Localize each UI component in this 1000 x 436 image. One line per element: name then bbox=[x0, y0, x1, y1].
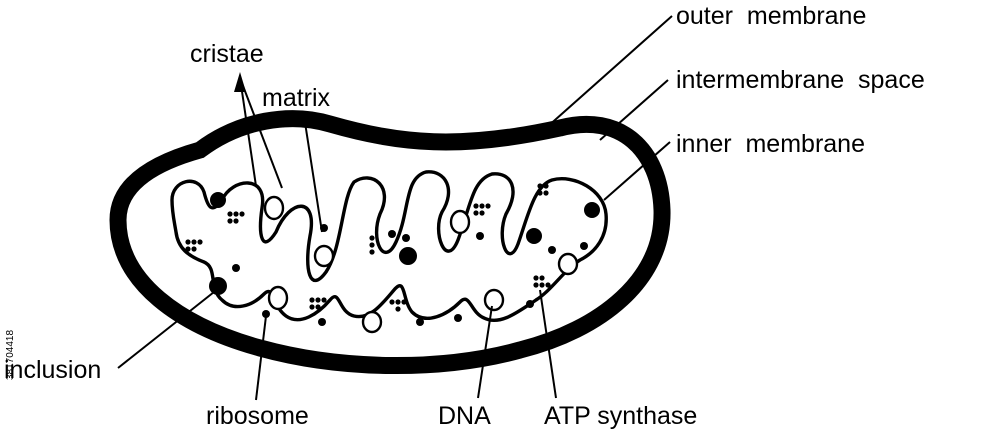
dna-oval bbox=[449, 209, 471, 235]
inclusion-leader bbox=[117, 291, 215, 369]
dna-oval bbox=[557, 252, 579, 276]
ribosome-dot bbox=[454, 314, 462, 322]
inner-membrane-shape bbox=[170, 170, 608, 322]
atp-synthase-cluster bbox=[533, 275, 551, 288]
ribosome-dot bbox=[262, 310, 270, 318]
atp-synthase-cluster bbox=[185, 239, 203, 252]
dna-leader bbox=[477, 305, 493, 399]
atp-synthase-cluster bbox=[473, 203, 491, 216]
ribosome-dot bbox=[232, 264, 240, 272]
cristae-label: cristae bbox=[190, 40, 264, 68]
ribosome-dot bbox=[388, 230, 396, 238]
atp-synthase-cluster bbox=[227, 211, 245, 224]
dna-oval bbox=[483, 288, 505, 312]
ribosome-dot bbox=[416, 318, 424, 326]
outer-membrane-label: outer membrane bbox=[676, 2, 866, 30]
ribosome-dot bbox=[526, 300, 534, 308]
dna-oval bbox=[263, 195, 285, 221]
outer-membrane-leader bbox=[545, 15, 673, 129]
dna-oval bbox=[313, 244, 335, 268]
atp-synthase-cluster bbox=[389, 299, 407, 312]
ribosome-label: ribosome bbox=[206, 402, 309, 430]
inclusion-dot bbox=[526, 228, 542, 244]
dna-oval bbox=[267, 285, 289, 311]
inner-membrane-leader bbox=[603, 141, 671, 201]
matrix-label: matrix bbox=[262, 84, 331, 112]
atp-synthase-cluster bbox=[537, 183, 549, 196]
ribosome-dot bbox=[548, 246, 556, 254]
ribosome-leader bbox=[255, 315, 267, 401]
inclusion-dot bbox=[399, 247, 417, 265]
dna-oval bbox=[361, 310, 383, 334]
ribosome-dot bbox=[476, 232, 484, 240]
matrix-leader bbox=[303, 115, 323, 233]
intermembrane-space-label: intermembrane space bbox=[676, 66, 925, 94]
atp-synthase-cluster bbox=[369, 235, 375, 255]
inclusion-label: inclusion bbox=[4, 356, 101, 384]
dna-label: DNA bbox=[438, 402, 491, 430]
ribosome-dot bbox=[402, 234, 410, 242]
atp-synthase-label: ATP synthase bbox=[544, 402, 697, 430]
intermembrane-space-leader bbox=[599, 79, 669, 141]
cristae-leader-b bbox=[239, 77, 283, 189]
cristae-arrowhead bbox=[234, 72, 246, 92]
ribosome-dot bbox=[318, 318, 326, 326]
ribosome-dot bbox=[580, 242, 588, 250]
inclusion-dot bbox=[209, 277, 227, 295]
inclusion-dot bbox=[584, 202, 600, 218]
inclusion-dot bbox=[210, 192, 226, 208]
cristae-leader-a bbox=[239, 77, 257, 187]
atp-synthase-cluster bbox=[309, 297, 327, 310]
atp-synthase-leader bbox=[539, 289, 557, 399]
inner-membrane-label: inner membrane bbox=[676, 130, 865, 158]
side-id-text: 381704418 bbox=[5, 330, 16, 380]
